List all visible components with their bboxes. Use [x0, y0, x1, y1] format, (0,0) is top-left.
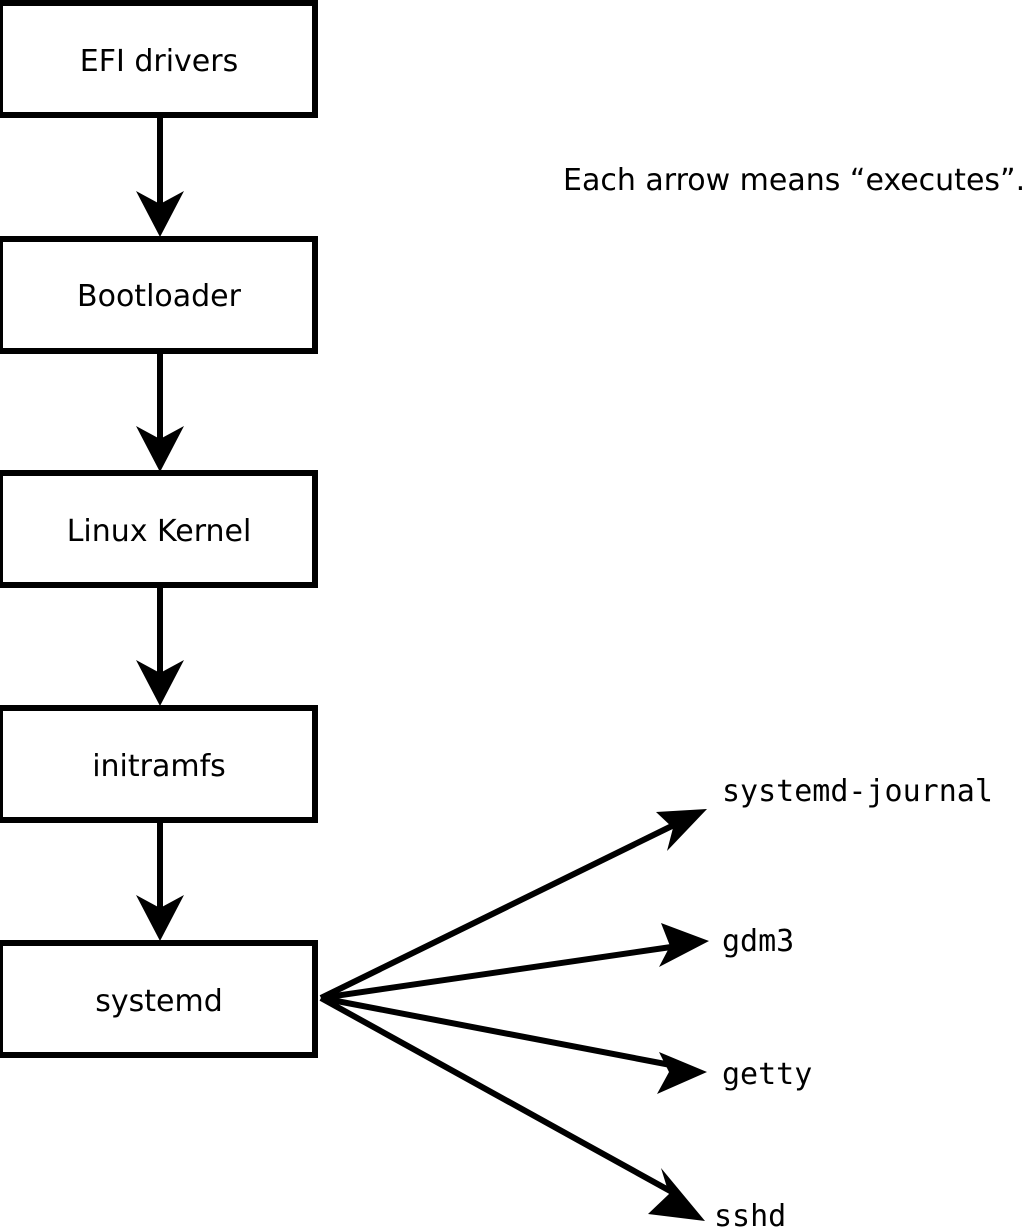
legend-annotation: Each arrow means “executes”. — [563, 163, 1023, 198]
node-box-systemd — [0, 940, 318, 1058]
edge-linux-kernel-to-initramfs — [136, 587, 184, 706]
leaf-label-systemd-journal: systemd-journal — [722, 774, 993, 809]
node-label-initramfs: initramfs — [92, 749, 226, 784]
node-box-linux-kernel — [0, 470, 318, 588]
edge-systemd-to-systemd-journal — [319, 809, 707, 1001]
node-initramfs[interactable]: initramfs — [0, 705, 318, 823]
node-linux-kernel[interactable]: Linux Kernel — [0, 470, 318, 588]
edge-systemd-to-gdm3 — [320, 923, 709, 1001]
node-efi-drivers[interactable]: EFI drivers — [0, 0, 318, 118]
node-systemd[interactable]: systemd — [0, 940, 318, 1058]
node-label-bootloader: Bootloader — [77, 279, 242, 314]
edge-initramfs-to-systemd — [136, 822, 184, 941]
edge-bootloader-to-linux-kernel — [136, 353, 184, 472]
node-box-efi-drivers — [0, 0, 318, 118]
node-label-systemd: systemd — [95, 984, 223, 1019]
node-bootloader[interactable]: Bootloader — [0, 236, 318, 354]
edge-efi-drivers-to-bootloader — [136, 118, 184, 237]
leaf-label-sshd: sshd — [714, 1199, 786, 1230]
edge-systemd-to-sshd — [319, 995, 705, 1221]
node-box-initramfs — [0, 705, 318, 823]
leaf-label-getty: getty — [722, 1057, 812, 1092]
edge-systemd-to-getty — [320, 995, 707, 1094]
node-label-efi-drivers: EFI drivers — [80, 44, 238, 79]
node-label-linux-kernel: Linux Kernel — [67, 514, 252, 549]
leaf-label-gdm3: gdm3 — [722, 924, 794, 959]
node-box-bootloader — [0, 236, 318, 354]
